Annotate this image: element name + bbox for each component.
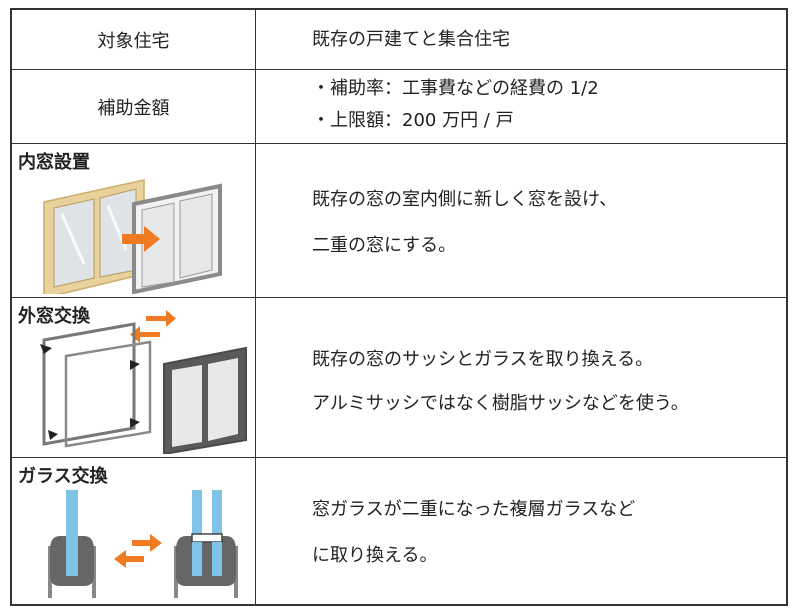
inner-window-cell: 内窓設置 (12, 144, 256, 297)
outer-window-illustration (40, 310, 247, 454)
outer-window-cell: 外窓交換 (12, 298, 256, 457)
outer-window-desc-1: 既存の窓のサッシとガラスを取り換える。 (312, 349, 654, 370)
glass-replacement-cell: ガラス交換 (12, 458, 256, 604)
outer-window-desc-2: アルミサッシではなく樹脂サッシなどを使う。 (312, 393, 689, 414)
swap-arrows-icon-2 (114, 534, 162, 568)
glass-replacement-title: ガラス交換 (18, 466, 108, 487)
row-inner-window: 内窓設置 既存の窓の室内側に新しく窓を設け、 二重 (12, 144, 786, 298)
inner-window-desc-1: 既存の窓の室内側に新しく窓を設け、 (312, 189, 618, 210)
subsidy-table: 対象住宅 既存の戸建てと集合住宅 補助金額 ・補助率：工事費などの経費の 1/2… (10, 8, 788, 606)
row-target-housing: 対象住宅 既存の戸建てと集合住宅 (12, 10, 786, 70)
inner-window-title: 内窓設置 (18, 152, 90, 173)
right-arrow-icon (122, 226, 160, 252)
row-glass-replacement: ガラス交換 (12, 458, 786, 604)
row-outer-window: 外窓交換 (12, 298, 786, 458)
glass-replacement-desc-1: 窓ガラスが二重になった複層ガラスなど (312, 499, 636, 520)
glass-replacement-desc-2: に取り換える。 (312, 545, 438, 566)
subsidy-line-rate: ・補助率：工事費などの経費の 1/2 (312, 78, 599, 99)
inner-window-illustration (43, 179, 222, 294)
target-housing-label: 対象住宅 (12, 10, 256, 69)
glass-replacement-illustration (48, 490, 238, 598)
target-housing-value: 既存の戸建てと集合住宅 (312, 29, 510, 50)
swap-arrows-icon (130, 310, 176, 343)
subsidy-amount-label: 補助金額 (12, 70, 256, 143)
outer-window-title: 外窓交換 (18, 306, 90, 327)
subsidy-line-limit: ・上限額：200 万円 / 戸 (312, 110, 514, 131)
inner-window-desc-2: 二重の窓にする。 (312, 235, 457, 256)
row-subsidy-amount: 補助金額 ・補助率：工事費などの経費の 1/2 ・上限額：200 万円 / 戸 (12, 70, 786, 144)
